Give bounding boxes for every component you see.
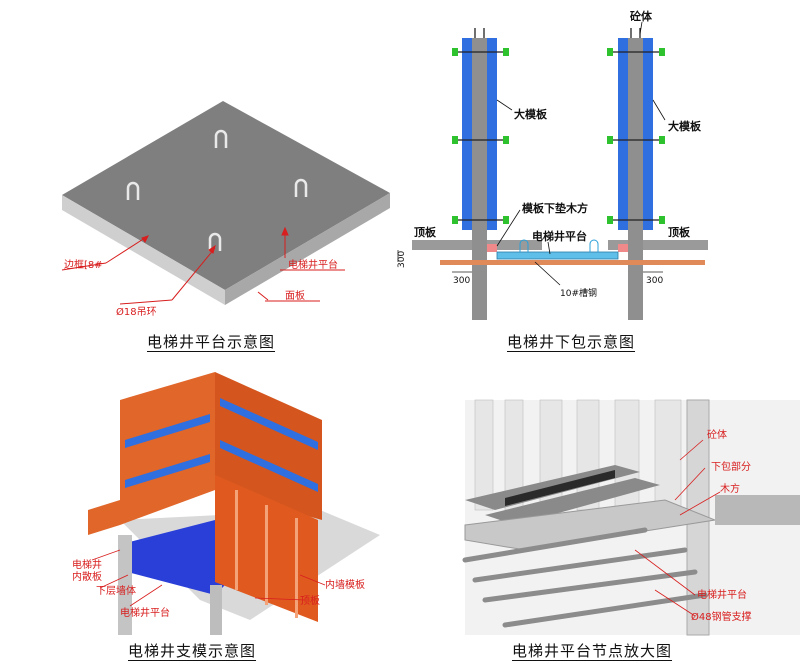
- formwork-diagram: 电梯井 内散板 下层墙体 电梯井平台 内墙模板 顶板: [0, 360, 400, 640]
- shaft-platform: [496, 251, 619, 260]
- platform-right-face: [225, 193, 390, 305]
- caption-detail: 电梯井平台节点放大图: [512, 642, 673, 660]
- platform-top-face: [62, 101, 390, 290]
- label-formwork-platform: 电梯井平台: [120, 606, 170, 619]
- label-inner-form: 内墙模板: [325, 578, 365, 591]
- label-frame: 边框[8#: [64, 258, 103, 271]
- platform-diagram: 边框[8# 电梯井平台 面板 Ø18吊环: [0, 0, 400, 330]
- label-big-form-left: 大模板: [514, 107, 548, 121]
- timber-pad-left: [487, 244, 497, 252]
- label-big-form-right: 大模板: [668, 119, 702, 133]
- label-inner-panel-line1: 电梯井: [72, 558, 102, 571]
- label-slab-left: 顶板: [414, 225, 437, 239]
- label-formwork-slab: 顶板: [300, 594, 320, 607]
- dim-300-left: 300: [453, 276, 470, 286]
- form-back-left: [120, 372, 215, 525]
- wall-left: [472, 38, 487, 320]
- slab-right: [608, 240, 708, 250]
- label-timber: 模板下垫木方: [522, 201, 588, 215]
- label-lower-wall: 下层墙体: [96, 584, 136, 597]
- lower-wrap-diagram: 砼体 大模板 大模板 模板下垫木方 电梯井平台 顶板 顶板 300 300 30…: [397, 0, 800, 330]
- big-form-left-inner: [487, 38, 497, 230]
- caption-platform: 电梯井平台示意图: [147, 333, 276, 351]
- label-detail-timber: 木方: [720, 482, 740, 495]
- label-panel: 面板: [285, 289, 305, 302]
- label-inner-panel: 电梯井 内散板: [72, 558, 105, 583]
- label-slab-right: 顶板: [668, 225, 691, 239]
- label-ring: Ø18吊环: [116, 306, 157, 318]
- caption-formwork: 电梯井支模示意图: [128, 642, 257, 660]
- big-form-right-inner: [643, 38, 653, 230]
- label-detail-platform: 电梯井平台: [697, 588, 747, 601]
- big-form-right-outer: [618, 38, 628, 230]
- label-platform: 电梯井平台: [288, 258, 338, 271]
- detail-diagram: 砼体 下包部分 木方 电梯井平台 Ø48钢管支撑: [462, 399, 800, 636]
- dim-300-vertical: 300: [397, 251, 407, 268]
- dim-300-right: 300: [646, 276, 663, 286]
- label-concrete: 砼体: [630, 9, 653, 23]
- label-inner-panel-line2: 内散板: [72, 570, 102, 583]
- timber-pad-right: [618, 244, 628, 252]
- wall-right: [628, 38, 643, 320]
- label-lower-part: 下包部分: [711, 460, 751, 473]
- label-steel-pipe: Ø48钢管支撑: [691, 610, 752, 623]
- channel-steel: [440, 260, 705, 265]
- caption-lower-wrap: 电梯井下包示意图: [507, 333, 636, 351]
- label-detail-concrete: 砼体: [707, 428, 727, 441]
- platform-left-face: [62, 195, 225, 305]
- lower-wall: [118, 535, 132, 635]
- label-channel: 10#槽钢: [560, 287, 597, 299]
- lifting-ring-icon: [126, 129, 308, 251]
- tie-rod-icon: [455, 51, 662, 221]
- label-shaft-platform: 电梯井平台: [532, 229, 587, 243]
- big-form-left-outer: [462, 38, 472, 230]
